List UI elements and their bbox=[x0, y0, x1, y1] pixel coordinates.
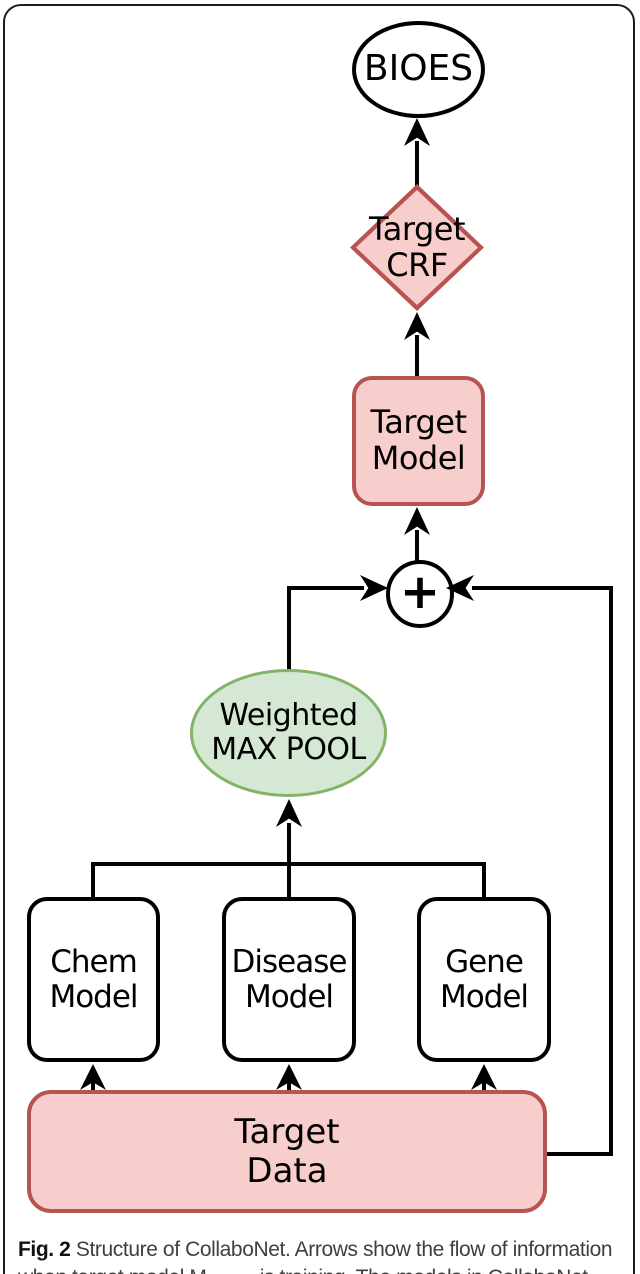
target-model-node: Target Model bbox=[352, 376, 485, 506]
target-data-line1: Target bbox=[234, 1112, 340, 1153]
gene-stub-line bbox=[482, 862, 486, 899]
caption-line2: when target model MTARGET is training. T… bbox=[18, 1264, 626, 1274]
data-to-plus-vline bbox=[609, 586, 613, 1156]
target-data-node: Target Data bbox=[27, 1090, 547, 1213]
chem-model-node: Chem Model bbox=[27, 897, 160, 1062]
gene-model-node: Gene Model bbox=[417, 897, 551, 1062]
gene-model-line2: Model bbox=[439, 978, 529, 1015]
plus-label: + bbox=[399, 564, 441, 620]
disease-model-line1: Disease bbox=[231, 943, 348, 980]
target-crf-line1: Target bbox=[369, 210, 466, 249]
arrow-models-to-maxpool-line bbox=[287, 823, 291, 864]
target-model-line1: Target bbox=[370, 403, 468, 442]
disease-model-line2: Model bbox=[244, 978, 334, 1015]
target-data-line2: Data bbox=[246, 1150, 328, 1191]
chem-model-line1: Chem bbox=[50, 943, 138, 980]
gene-model-line1: Gene bbox=[445, 943, 524, 980]
figure-caption: Fig. 2 Structure of CollaboNet. Arrows s… bbox=[18, 1236, 626, 1274]
maxpool-to-plus-vline bbox=[287, 586, 291, 671]
sum-node: + bbox=[386, 560, 454, 628]
arrow-data-to-gene-line bbox=[482, 1078, 486, 1092]
target-crf-label: Target CRF bbox=[340, 184, 494, 311]
disease-stub-line bbox=[287, 862, 291, 899]
data-to-plus-bottom-hline bbox=[546, 1152, 613, 1156]
weighted-max-pool-line1: Weighted bbox=[219, 698, 358, 734]
bioes-label: BIOES bbox=[363, 48, 474, 90]
caption-line1: Fig. 2 Structure of CollaboNet. Arrows s… bbox=[18, 1238, 613, 1261]
bioes-node: BIOES bbox=[352, 21, 485, 118]
arrow-data-to-chem-line bbox=[91, 1078, 95, 1092]
arrow-crf-to-bioes-line bbox=[415, 141, 419, 188]
target-crf-line2: CRF bbox=[386, 245, 448, 284]
maxpool-to-plus-hline bbox=[287, 586, 364, 590]
data-to-plus-top-hline bbox=[472, 586, 613, 590]
chem-stub-line bbox=[91, 862, 95, 899]
arrow-plus-to-model-line bbox=[415, 530, 419, 562]
disease-model-node: Disease Model bbox=[222, 897, 356, 1062]
weighted-max-pool-line2: MAX POOL bbox=[211, 732, 366, 767]
arrow-model-to-crf-line bbox=[415, 335, 419, 378]
caption-fig-label: Fig. 2 bbox=[18, 1238, 71, 1261]
weighted-max-pool-node: Weighted MAX POOL bbox=[190, 669, 387, 797]
arrow-data-to-disease-line bbox=[287, 1078, 291, 1092]
figure-frame bbox=[3, 4, 635, 1274]
target-model-line2: Model bbox=[371, 439, 466, 477]
chem-model-line2: Model bbox=[49, 978, 138, 1015]
